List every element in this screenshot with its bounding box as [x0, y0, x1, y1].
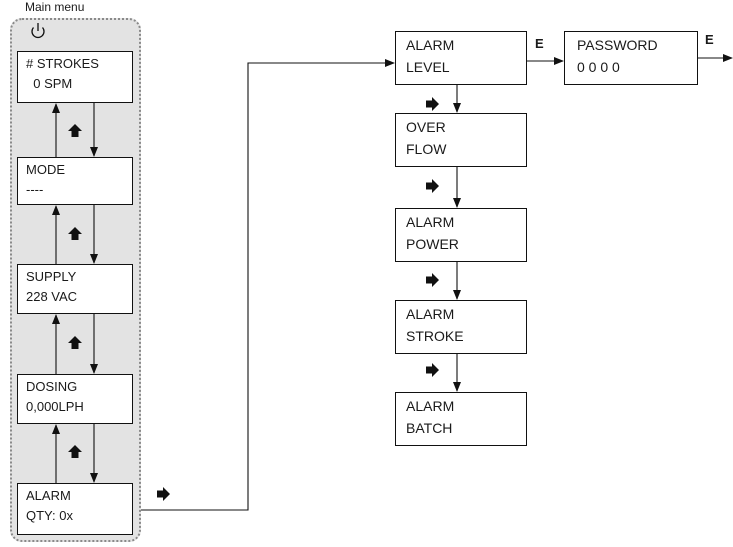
password-box[interactable]: PASSWORD 0 0 0 0: [564, 31, 698, 85]
alarm-box-stroke-line2: STROKE: [406, 328, 464, 344]
alarm-box-power[interactable]: ALARM POWER: [395, 208, 527, 262]
alarm-box-level-line2: LEVEL: [406, 59, 450, 75]
right-arrow-icon[interactable]: [426, 273, 439, 287]
right-arrow-icon[interactable]: [426, 363, 439, 377]
menu-box-dosing[interactable]: DOSING 0,000LPH: [17, 374, 133, 424]
menu-box-strokes[interactable]: # STROKES 0 SPM: [17, 51, 133, 103]
up-arrow-icon[interactable]: [68, 227, 82, 240]
up-arrow-icon[interactable]: [68, 336, 82, 349]
alarm-box-level-line1: ALARM: [406, 37, 455, 53]
power-icon[interactable]: [31, 23, 45, 39]
menu-box-dosing-label: DOSING: [26, 379, 78, 394]
alarm-box-overflow-line2: FLOW: [406, 141, 447, 157]
menu-box-alarm-label: ALARM: [26, 488, 71, 503]
up-arrow-icon[interactable]: [68, 445, 82, 458]
menu-box-supply[interactable]: SUPPLY 228 VAC: [17, 264, 133, 314]
alarm-box-power-line2: POWER: [406, 236, 459, 252]
menu-box-supply-label: SUPPLY: [26, 269, 77, 284]
password-value: 0 0 0 0: [577, 59, 620, 75]
menu-box-strokes-label: # STROKES: [26, 56, 99, 71]
alarm-route-connector: [141, 59, 395, 511]
enter-connectors: [527, 54, 733, 65]
right-arrow-icon[interactable]: [426, 179, 439, 193]
right-arrow-icon[interactable]: [426, 97, 439, 111]
alarm-box-stroke[interactable]: ALARM STROKE: [395, 300, 527, 354]
menu-box-mode[interactable]: MODE ----: [17, 157, 133, 205]
alarm-box-overflow[interactable]: OVER FLOW: [395, 113, 527, 167]
alarm-box-stroke-line1: ALARM: [406, 306, 455, 322]
main-menu-title: Main menu: [25, 0, 85, 14]
menu-box-alarm[interactable]: ALARM QTY: 0x: [17, 483, 133, 535]
up-arrow-icon[interactable]: [68, 124, 82, 137]
alarm-box-level[interactable]: ALARM LEVEL: [395, 31, 527, 85]
alarm-box-batch-line1: ALARM: [406, 398, 455, 414]
menu-box-mode-value: ----: [26, 182, 44, 197]
menu-box-mode-label: MODE: [26, 162, 65, 177]
alarm-box-batch[interactable]: ALARM BATCH: [395, 392, 527, 446]
menu-box-strokes-value: 0 SPM: [26, 76, 73, 91]
main-menu-connectors: [52, 103, 98, 483]
menu-box-alarm-value: QTY: 0x: [26, 508, 73, 523]
right-arrow-icon[interactable]: [157, 487, 170, 501]
alarm-box-power-line1: ALARM: [406, 214, 455, 230]
menu-box-supply-value: 228 VAC: [26, 289, 78, 304]
menu-box-dosing-value: 0,000LPH: [26, 399, 84, 414]
password-label: PASSWORD: [577, 37, 658, 53]
alarm-box-batch-line2: BATCH: [406, 420, 453, 436]
enter-key-label: E: [705, 32, 714, 47]
alarm-box-overflow-line1: OVER: [406, 119, 446, 135]
enter-key-label: E: [535, 36, 544, 51]
